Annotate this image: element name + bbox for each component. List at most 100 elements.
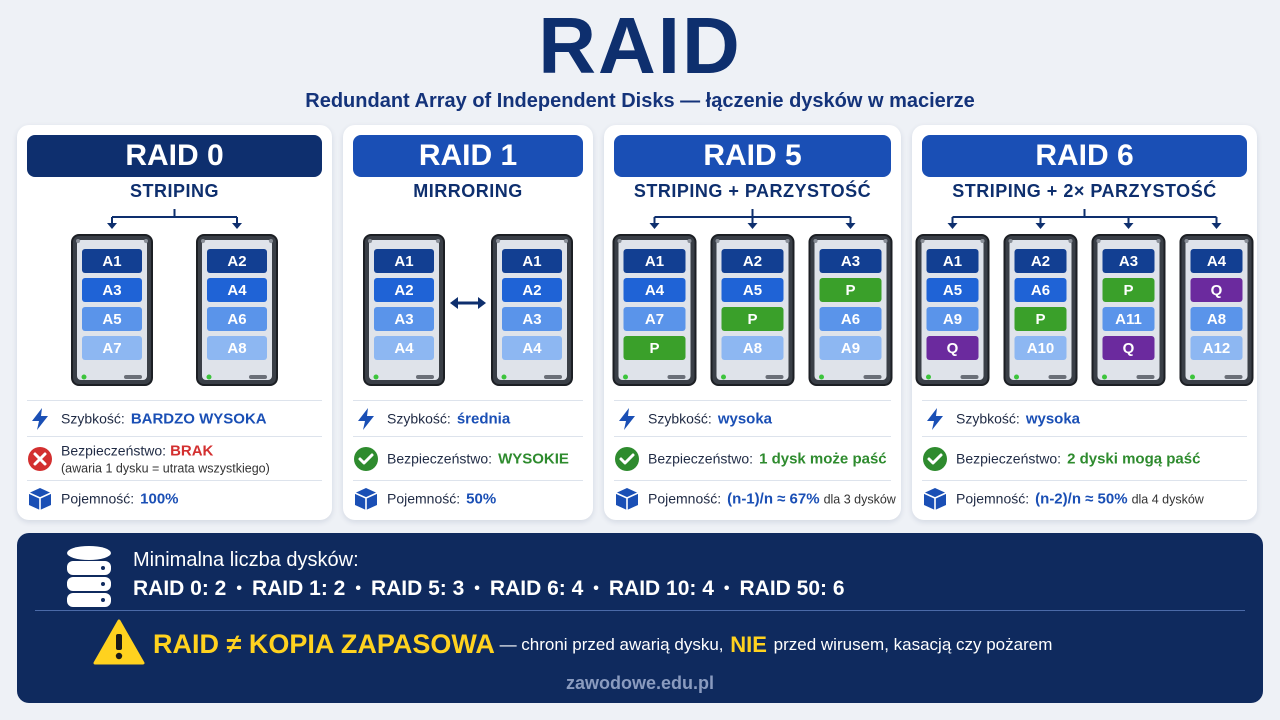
data-block [819,278,882,302]
data-block [721,249,784,273]
data-block [721,278,784,302]
data-block [82,278,142,302]
divider [35,610,1245,611]
data-block [623,278,686,302]
warning-headline: RAID ≠ KOPIA ZAPASOWA [153,629,495,659]
feature-text: Bezpieczeństwo:1 dysk może paść [648,450,887,467]
warning-icon [93,619,145,665]
data-block [926,278,979,302]
warning-text-2: przed wirusem, kasacją czy pożarem [773,635,1053,654]
data-block [1102,307,1155,331]
security-label: Bezpieczeństwo: [956,450,1062,466]
speed-value: BARDZO WYSOKA [130,410,267,427]
speed-label: Szybkość: [956,410,1020,426]
feature-text: Szybkość:średnia [387,410,510,427]
capacity-row: Pojemność: (n-1)/n ≈ 67%dla 3 dysków [614,480,896,516]
security-row: Bezpieczeństwo:BRAK(awaria 1 dysku = utr… [27,436,322,480]
card-subtitle: STRIPING + 2× PARZYSTOŚĆ [952,181,1217,201]
footer-domain: zawodowe.edu.pl [565,673,714,693]
check-circle-icon [354,446,378,471]
data-block-label: A4 [394,340,414,357]
warning-nie: NIE [730,632,767,657]
lightning-icon [619,407,635,430]
data-block-label: A3 [394,311,413,328]
data-block [1102,278,1155,302]
speed-row: Szybkość: BARDZO WYSOKA [27,400,322,436]
data-block-label: A1 [394,253,413,270]
data-block [1190,249,1243,273]
min-disks-item: RAID 0: 2 [133,577,227,600]
capacity-label: Pojemność: [648,490,722,506]
data-block-label: A7 [102,340,121,357]
security-row: Bezpieczeństwo:1 dysk może paść [614,436,891,480]
data-block-label: A3 [1119,253,1138,270]
data-block-label: A2 [743,253,762,270]
data-block [623,249,686,273]
data-block [1102,249,1155,273]
data-block-label: A4 [227,282,247,299]
capacity-value: (n-1)/n ≈ 67% [727,490,820,507]
data-block [1190,278,1243,302]
data-block [819,249,882,273]
separator-dot: • [474,580,480,598]
security-value: WYSOKIE [498,450,569,467]
cube-icon [615,487,639,510]
security-value: BRAK [170,442,214,459]
data-block-label: Q [1211,282,1223,299]
bottom-panel: Minimalna liczba dysków: RAID 0: 2•RAID … [17,533,1263,703]
lightning-icon [32,407,48,430]
data-block [502,307,562,331]
feature-text: Bezpieczeństwo:2 dyski mogą paść [956,450,1200,467]
min-disks-list: RAID 0: 2•RAID 1: 2•RAID 5: 3•RAID 6: 4•… [133,577,845,601]
cube-icon [923,487,947,510]
data-block-label: A2 [227,253,246,270]
data-block-label: A6 [227,311,246,328]
security-label: Bezpieczeństwo: [648,450,754,466]
speed-row: Szybkość:wysoka [614,400,891,436]
split-connector [947,209,1222,229]
capacity-label: Pojemność: [61,490,135,506]
data-block-label: A8 [227,340,246,357]
security-label: Bezpieczeństwo: [387,450,493,466]
speed-row: Szybkość:wysoka [922,400,1247,436]
card-title: RAID 0 [27,135,322,177]
data-block [1014,278,1067,302]
cube-icon [354,487,378,510]
data-block [502,278,562,302]
data-block-label: A5 [102,311,121,328]
data-block [1102,336,1155,360]
data-block-label: A2 [1031,253,1050,270]
capacity-note: dla 3 dysków [823,492,896,506]
split-connector [649,209,856,229]
data-block [1014,336,1067,360]
data-block-label: A1 [645,253,664,270]
data-block [926,249,979,273]
data-block [721,307,784,331]
feature-text: Bezpieczeństwo:BRAK(awaria 1 dysku = utr… [61,442,270,475]
speed-label: Szybkość: [61,410,125,426]
separator-dot: • [355,580,361,598]
data-block-label: P [1123,282,1133,299]
data-block-label: A8 [743,340,762,357]
data-block [82,307,142,331]
card-subtitle: STRIPING + PARZYSTOŚĆ [633,181,872,201]
data-block [207,278,267,302]
card-title: RAID 1 [353,135,583,177]
capacity-label: Pojemność: [956,490,1030,506]
feature-text: Pojemność:(n-2)/n ≈ 50%dla 4 dysków [956,490,1204,507]
data-block-label: A7 [645,311,664,328]
data-block [82,249,142,273]
data-block-label: A12 [1203,340,1231,357]
capacity-value: 100% [140,490,179,507]
feature-text: Szybkość:wysoka [956,410,1080,427]
capacity-row: Pojemność:(n-2)/n ≈ 50%dla 4 dysków [922,480,1247,516]
